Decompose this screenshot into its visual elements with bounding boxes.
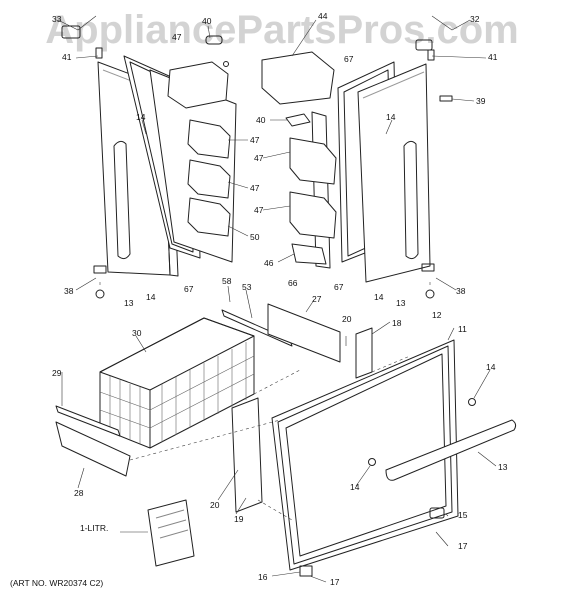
callout-40: 40 [256, 115, 266, 125]
callout-53: 53 [242, 282, 252, 292]
callout-16: 16 [258, 572, 268, 582]
callout-14: 14 [146, 292, 156, 302]
callout-14: 14 [136, 112, 146, 122]
callout-14: 14 [486, 362, 496, 372]
callout-32: 32 [470, 14, 480, 24]
callout-20: 20 [342, 314, 352, 324]
right-door-hinge-parts [415, 39, 453, 299]
callout-14: 14 [374, 292, 384, 302]
callout-labels: 33 32 44 40 47 41 41 67 39 40 14 14 47 4… [52, 11, 508, 587]
left-door-handle [113, 140, 131, 260]
callout-33: 33 [52, 14, 62, 24]
callout-39: 39 [476, 96, 486, 106]
callout-67: 67 [344, 54, 354, 64]
callout-40: 40 [202, 16, 212, 26]
callout-17: 17 [458, 541, 468, 551]
callout-38: 38 [64, 286, 74, 296]
callout-13: 13 [396, 298, 406, 308]
freezer-drawer-handle [385, 419, 517, 481]
callout-15: 15 [458, 510, 468, 520]
callout-67: 67 [334, 282, 344, 292]
callout-58: 58 [222, 276, 232, 286]
right-door-handle [403, 140, 419, 260]
callout-12: 12 [432, 310, 442, 320]
callout-27: 27 [312, 294, 322, 304]
center-bins [261, 51, 337, 265]
callout-18: 18 [392, 318, 402, 328]
left-door-hinge-parts [61, 25, 229, 299]
callout-14: 14 [386, 112, 396, 122]
callout-67: 67 [184, 284, 194, 294]
callout-41: 41 [488, 52, 498, 62]
callout-30: 30 [132, 328, 142, 338]
literature-booklet [147, 499, 195, 567]
callout-14: 14 [350, 482, 360, 492]
center-mullion [311, 111, 331, 269]
callout-46: 46 [264, 258, 274, 268]
freezer-basket [99, 317, 255, 449]
left-door-bins [167, 61, 231, 237]
callout-41: 41 [62, 52, 72, 62]
freezer-drawer-front [271, 339, 459, 571]
callout-47: 47 [250, 135, 260, 145]
callout-13: 13 [124, 298, 134, 308]
right-door-panel [357, 63, 431, 283]
callout-47: 47 [254, 153, 264, 163]
freezer-drawer-hardware [299, 398, 476, 577]
callout-11: 11 [458, 324, 467, 334]
callout-44: 44 [318, 11, 328, 21]
callout-13: 13 [498, 462, 508, 472]
callout-29: 29 [52, 368, 62, 378]
callout-50: 50 [250, 232, 260, 242]
callout-28: 28 [74, 488, 84, 498]
callout-47: 47 [250, 183, 260, 193]
literature-label: 1-LITR. [80, 523, 109, 533]
guide-lines [99, 282, 431, 521]
callout-47: 47 [172, 32, 182, 42]
art-number: (ART NO. WR20374 C2) [10, 578, 104, 588]
callout-20: 20 [210, 500, 220, 510]
callout-66: 66 [288, 278, 298, 288]
callout-47: 47 [254, 205, 264, 215]
callout-19: 19 [234, 514, 244, 524]
callout-17: 17 [330, 577, 340, 587]
leader-lines [57, 15, 497, 583]
callout-38: 38 [456, 286, 466, 296]
